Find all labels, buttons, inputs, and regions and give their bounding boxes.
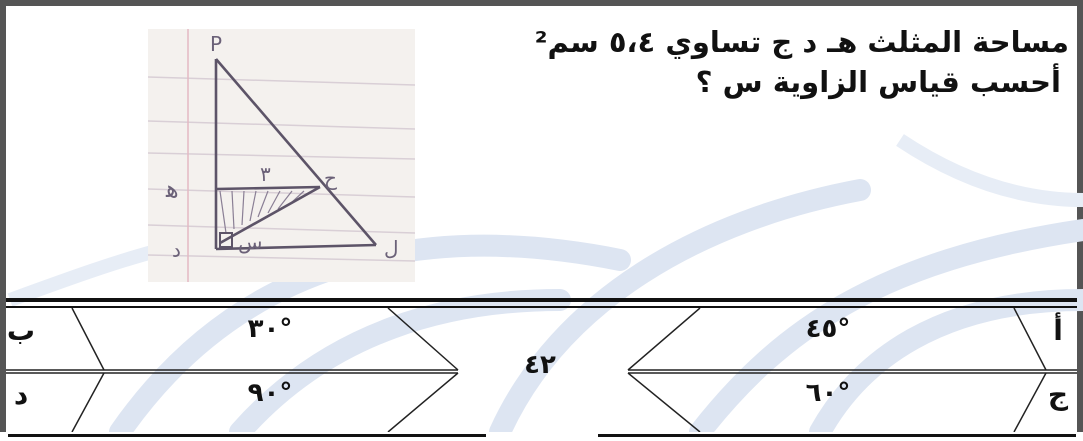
frame-left-border: [0, 0, 6, 432]
label-bottom-right: ل: [384, 236, 399, 260]
divider-thick: [6, 298, 1077, 302]
divider-thin: [6, 306, 1077, 308]
label-mid-top: ٣: [260, 162, 271, 186]
option-b-letter[interactable]: ب: [6, 314, 36, 347]
option-c-letter[interactable]: ج: [1047, 378, 1069, 411]
answer-table-lines: [6, 308, 1077, 432]
label-angle: س: [238, 230, 262, 254]
question-text: مساحة المثلث هـ د ج تساوي ٥،٤ سم² أحسب ق…: [509, 22, 1069, 102]
bottom-rule-right: [598, 434, 1076, 437]
question-number: ٤٢: [524, 350, 556, 380]
question-line-2: أحسب قياس الزاوية س ؟: [695, 65, 1061, 99]
triangle-photo: P ﮬ ٣ ح د س ل: [147, 29, 416, 282]
option-b-value[interactable]: °٣٠: [247, 314, 293, 344]
frame-top-border: [0, 0, 1083, 6]
frame-right-border: [1077, 0, 1083, 432]
option-c-value[interactable]: °٦٠: [805, 378, 851, 408]
label-mid-left: ﮬ: [165, 175, 179, 203]
option-a-letter[interactable]: أ: [1053, 314, 1063, 347]
bottom-rule-left: [8, 434, 486, 437]
option-a-value[interactable]: °٤٥: [805, 314, 851, 344]
option-d-value[interactable]: °٩٠: [247, 378, 293, 408]
label-apex: P: [210, 32, 222, 56]
label-bottom-left: د: [172, 238, 181, 262]
triangle-figure: P ﮬ ٣ ح د س ل: [147, 29, 416, 282]
option-d-letter[interactable]: د: [13, 378, 29, 411]
bottom-rule: [0, 432, 1083, 441]
label-mid-right: ح: [324, 166, 337, 190]
question-line-1: مساحة المثلث هـ د ج تساوي ٥،٤ سم²: [534, 25, 1069, 59]
